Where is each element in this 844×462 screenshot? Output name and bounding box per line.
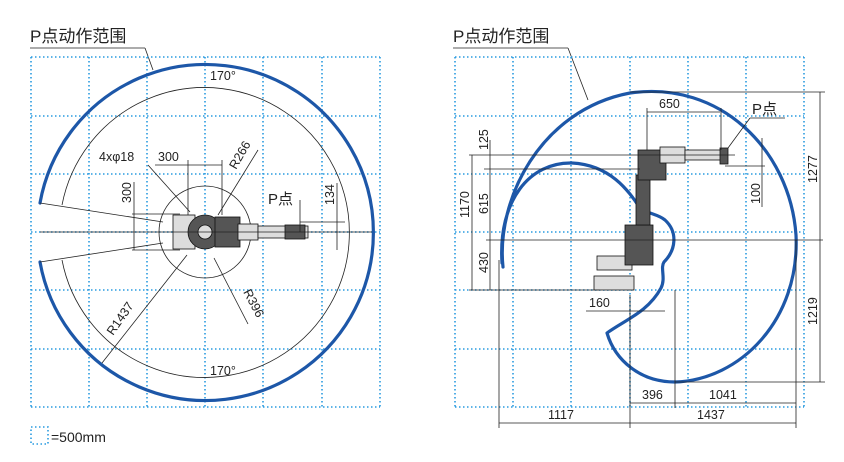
base-width-label: 300: [158, 150, 179, 164]
legend: =500mm: [30, 426, 106, 445]
d125-label: 125: [477, 129, 491, 150]
envelope-outline: [500, 89, 798, 384]
d100-label: 100: [749, 183, 763, 204]
r1437-leader: [101, 254, 188, 364]
holes-label: 4xφ18: [99, 150, 134, 164]
d1437-label: 1437: [697, 408, 725, 422]
title-leader: [144, 47, 154, 71]
limit-line-lower: [39, 242, 164, 263]
r266-leader: [217, 149, 259, 216]
r396-label: R396: [240, 287, 266, 320]
d1117-label: 1117: [548, 408, 574, 422]
p-point-label: P点: [752, 101, 777, 118]
p-point-label: P点: [268, 191, 293, 208]
angle-arc: [61, 87, 350, 378]
d430-label: 430: [477, 252, 491, 273]
d1170-label: 1170: [458, 191, 472, 218]
r266-label: R266: [226, 139, 253, 172]
side-view-title: P点动作范围: [453, 27, 549, 46]
grid-cell-swatch: [30, 426, 49, 445]
d160-label: 160: [589, 296, 610, 310]
holes-leader: [147, 164, 191, 213]
p-point-leader: [727, 117, 751, 149]
angle-top-label: 170°: [210, 69, 236, 83]
r1437-label: R1437: [104, 299, 137, 337]
legend-scale: =500mm: [51, 429, 106, 445]
limit-line-upper: [39, 202, 164, 223]
side-view: P点动作范围: [453, 27, 825, 428]
angle-bottom-label: 170°: [210, 364, 236, 378]
d1277-label: 1277: [806, 155, 820, 183]
d615-label: 615: [477, 193, 491, 214]
d396-label: 396: [642, 388, 663, 402]
top-view-title: P点动作范围: [30, 27, 126, 46]
robot-top-view: [172, 214, 309, 250]
d1219-label: 1219: [806, 297, 820, 325]
offset-label: 134: [323, 184, 337, 205]
reach-arm-label: 650: [659, 97, 680, 111]
envelope-outline: [38, 62, 375, 403]
d1041-label: 1041: [709, 388, 737, 402]
base-depth-label: 300: [120, 182, 134, 203]
top-view: P点动作范围: [30, 27, 381, 408]
r396-leader: [213, 257, 249, 325]
